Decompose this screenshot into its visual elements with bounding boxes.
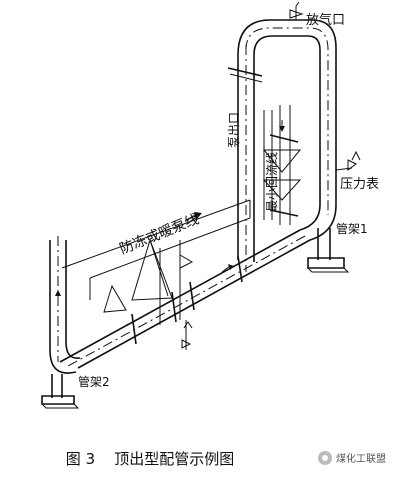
figure-number: 图 3 [65,450,96,468]
pipe-rack-2-label: 管架2 [78,374,110,389]
figure-caption: 图 3 顶出型配管示例图 [0,448,300,469]
wechat-logo-icon [318,450,332,465]
pump-outlet-riser [237,45,255,272]
watermark-text: 煤化工联盟 [336,454,386,465]
pump-outlet-label: 泵出口 [227,112,241,148]
vent-valve-icon [289,1,304,20]
top-loop [237,19,337,241]
antifreeze-arrow-icon [185,212,202,221]
min-recirc-label: 最小回流线 [265,152,279,212]
antifreeze-line [61,199,251,350]
figure-title: 顶出型配管示例图 [114,450,235,468]
watermark: 煤化工联盟 [318,450,386,465]
antifreeze-label: 防冻或暖泵线 [117,210,201,257]
pump-outlet-flange-icon [227,67,263,83]
pipe-rack-1 [307,228,350,273]
pipe-rack-2 [41,374,80,409]
vent-label: 放气口 [306,12,345,28]
main-horizontal-pipe [59,229,311,369]
pressure-gauge-label: 压力表 [340,177,379,192]
pressure-gauge-icon [335,150,361,171]
flanges [131,255,243,345]
pipe-rack-1-label: 管架1 [336,221,368,236]
min-recirculation-line [262,105,302,225]
left-vertical-leg [49,236,81,374]
